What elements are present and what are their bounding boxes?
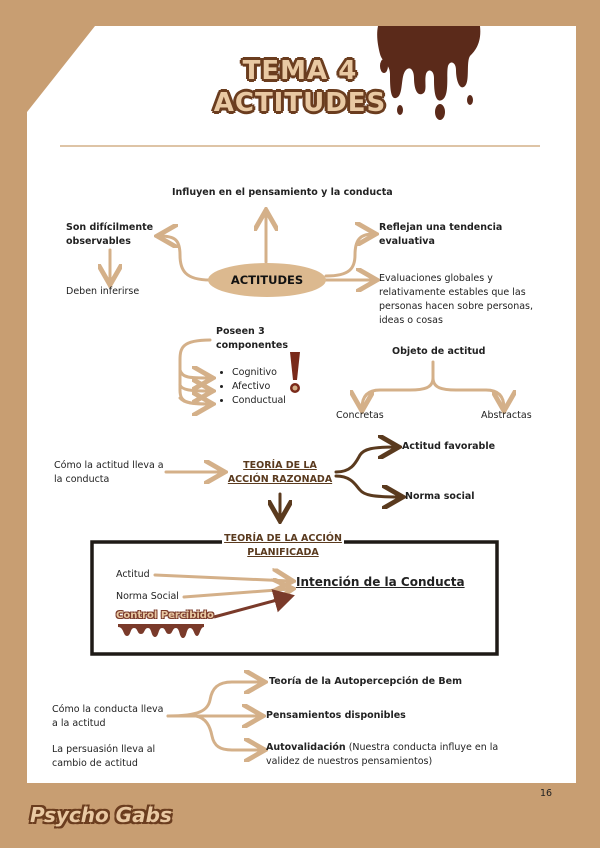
exclamation-icon [290,352,300,393]
planned-result: Intención de la Conducta [296,575,465,589]
object-title: Objeto de actitud [392,346,486,357]
planned-theory: TEORÍA DE LA ACCIÓN PLANIFICADA [224,533,342,558]
title-line-2: ACTITUDES [213,88,387,118]
reasoned-out-1: Actitud favorable [402,441,496,452]
page-number: 16 [540,788,553,799]
brand-logo: Psycho Gabs [30,803,172,827]
list-item: Conductual [232,394,286,408]
list-item: Afectivo [232,380,286,394]
reverse-out-3: Autovalidación (Nuestra conducta influye… [266,741,506,769]
components-list: Cognitivo Afectivo Conductual [218,366,286,408]
components-title: Poseen 3 componentes [216,326,288,351]
reverse-left-1: Cómo la conducta lleva a la actitud [52,704,164,729]
object-right: Abstractas [481,410,532,421]
reverse-out-1: Teoría de la Autopercepción de Bem [269,676,462,687]
node-top: Influyen en el pensamiento y la conducta [172,187,393,198]
planned-in-1: Actitud [116,569,150,580]
node-right: Reflejan una tendencia evaluativa [379,222,503,247]
node-right-sub: Evaluaciones globales y relativamente es… [379,273,534,326]
chocolate-drip-icon [118,624,204,638]
reasoned-out-2: Norma social [405,491,475,502]
reasoned-left: Cómo la actitud lleva a la conducta [54,460,164,485]
title-line-1: TEMA 4 [242,56,358,86]
node-left-sub: Deben inferirse [66,286,140,297]
reverse-out-2: Pensamientos disponibles [266,710,406,721]
planned-in-2: Norma Social [116,591,179,602]
reverse-left-2: La persuasión lleva al cambio de actitud [52,744,156,769]
reverse-out-3-rest: (Nuestra conducta influye en la validez … [266,742,499,767]
list-item: Cognitivo [232,366,286,380]
object-left: Concretas [336,410,384,421]
center-node-actitudes: ACTITUDES [208,263,326,297]
planned-in-3: Control Percibido [116,610,214,621]
chocolate-drip-icon [377,26,481,120]
node-left: Son difícilmente observables [66,222,154,247]
reverse-out-3-bold: Autovalidación [266,742,346,753]
reasoned-theory: TEORÍA DE LA ACCIÓN RAZONADA [227,460,333,485]
